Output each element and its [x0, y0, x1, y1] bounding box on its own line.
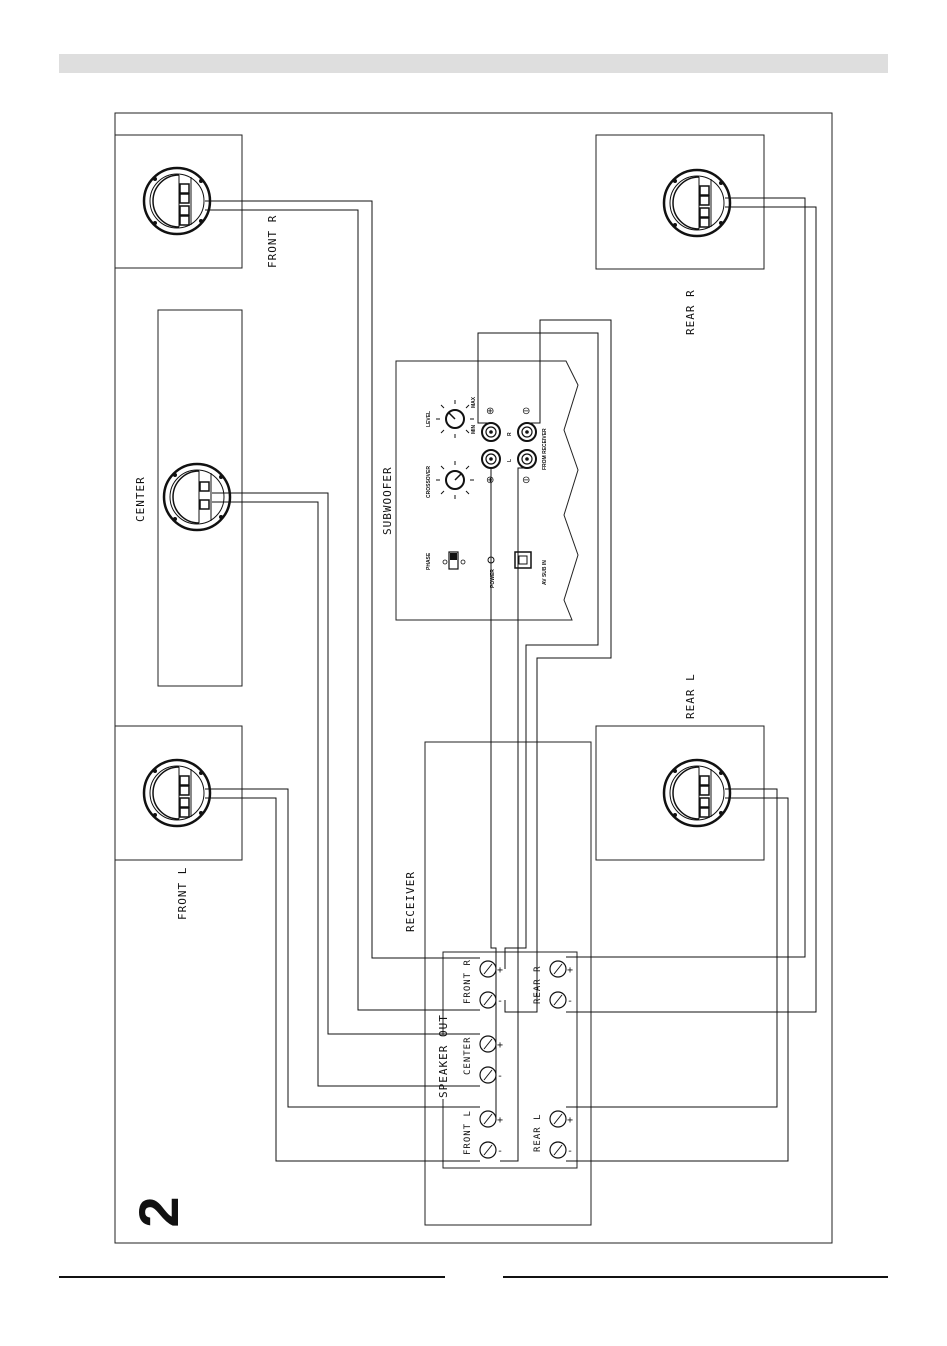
rcv-front-r-minus-terminal: [480, 992, 496, 1008]
front-l-label: FRONT L: [176, 867, 189, 920]
wire-sub-r-plus: [478, 333, 598, 969]
rear-l-speaker-box: [596, 726, 764, 860]
front-r-terminal-cup: [144, 168, 210, 234]
jack-l-text: L: [507, 459, 513, 462]
rcv-rear-l-label: REAR L: [533, 1113, 543, 1152]
level-text: LEVEL: [426, 411, 432, 427]
subwoofer-label: SUBWOOFER: [381, 466, 394, 535]
minus-sign: -: [567, 996, 574, 1007]
from-receiver-text: FROM RECEIVER: [542, 428, 548, 470]
input-r-minus-jack: [518, 423, 536, 441]
jack-r-text: R: [507, 432, 513, 436]
rcv-rear-l-plus-terminal: [550, 1111, 566, 1127]
page-number: 2: [127, 1196, 190, 1227]
phase-text: PHASE: [426, 552, 432, 570]
wire-front-r-plus: [205, 201, 480, 958]
av-sub-in-jack: [515, 552, 531, 568]
wire-front-r-minus: [205, 210, 480, 1010]
wire-sub-l-minus: [500, 468, 527, 1161]
rear-r-speaker-box: [596, 135, 764, 269]
minus-sign: -: [497, 996, 504, 1007]
jack-polarity-signs: ⊕ ⊖ ⊕ ⊖: [486, 406, 530, 486]
rcv-center-label: CENTER: [463, 1036, 473, 1075]
rcv-center-plus-terminal: [480, 1036, 496, 1052]
plus-sign: +: [497, 1115, 504, 1126]
speaker-out-label: SPEAKER OUT: [437, 1014, 450, 1098]
plus-sign: +: [567, 1115, 574, 1126]
crossover-knob: [436, 461, 474, 499]
center-terminal-cup: [164, 464, 230, 530]
level-knob: [436, 400, 474, 438]
rear-l-label: REAR L: [684, 673, 697, 719]
input-l-plus-jack: [482, 450, 500, 468]
rear-r-label: REAR R: [684, 289, 697, 335]
front-r-label: FRONT R: [266, 215, 279, 268]
rcv-front-l-minus-terminal: [480, 1142, 496, 1158]
diagram-frame: [115, 113, 832, 1243]
wire-sub-r-minus: [505, 320, 611, 1012]
rcv-front-l-plus-terminal: [480, 1111, 496, 1127]
svg-text:⊖: ⊖: [522, 406, 530, 417]
rcv-rear-r-label: REAR R: [533, 965, 543, 1004]
rcv-rear-l-minus-terminal: [550, 1142, 566, 1158]
plus-sign: +: [567, 965, 574, 976]
av-sub-in-text: AV SUB IN: [542, 560, 548, 585]
rear-r-terminal-cup: [664, 170, 730, 236]
minus-sign: -: [497, 1146, 504, 1157]
plus-sign: +: [497, 1040, 504, 1051]
input-r-plus-jack: [482, 423, 500, 441]
svg-text:⊕: ⊕: [486, 475, 494, 486]
wire-center-minus: [212, 502, 480, 1086]
receiver-label: RECEIVER: [404, 871, 417, 932]
wire-center-plus: [212, 493, 480, 1034]
svg-text:⊖: ⊖: [522, 475, 530, 486]
rear-l-terminal-cup: [664, 760, 730, 826]
rcv-rear-r-plus-terminal: [550, 961, 566, 977]
max-text: MAX: [471, 396, 477, 408]
phase-switch: [443, 552, 465, 569]
rcv-rear-r-minus-terminal: [550, 992, 566, 1008]
rcv-center-minus-terminal: [480, 1067, 496, 1083]
svg-text:⊕: ⊕: [486, 406, 494, 417]
subwoofer-panel: [396, 361, 578, 620]
wire-rear-l-plus: [566, 789, 777, 1107]
rcv-front-r-plus-terminal: [480, 961, 496, 977]
center-label: CENTER: [134, 476, 147, 522]
rcv-front-r-label: FRONT R: [463, 959, 473, 1004]
min-text: MIN: [471, 424, 477, 434]
minus-sign: -: [497, 1071, 504, 1082]
plus-sign: +: [497, 965, 504, 976]
input-l-minus-jack: [518, 450, 536, 468]
wire-sub-l-plus: [491, 468, 496, 1119]
rcv-front-l-label: FRONT L: [463, 1110, 473, 1155]
minus-sign: -: [567, 1146, 574, 1157]
front-l-terminal-cup: [144, 760, 210, 826]
crossover-text: CROSSOVER: [426, 466, 432, 498]
